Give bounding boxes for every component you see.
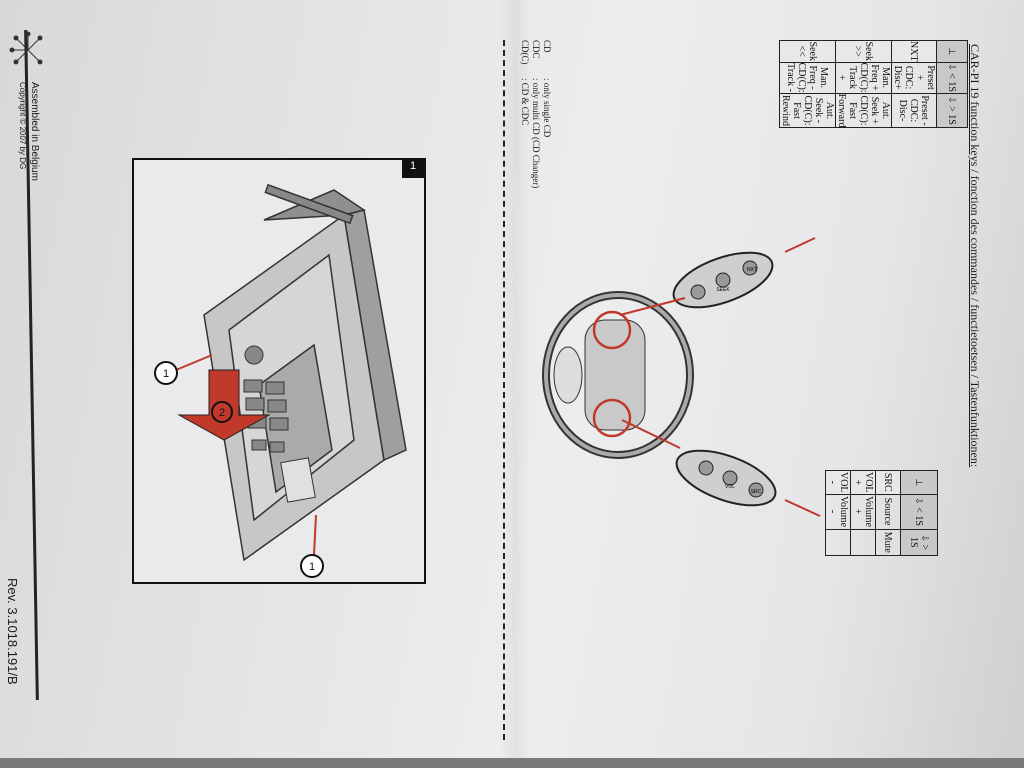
long-press-cell: Aut. Seek + CD(C): Fast Forward (835, 93, 892, 128)
key-cell: VOL + (850, 470, 876, 495)
long-press-header: ⇩ > 1S (936, 93, 968, 128)
long-press-cell (850, 529, 876, 556)
short-press-header: ⇩ < 1S (900, 494, 938, 530)
copyright-text: Copyright © 2007 by DG (18, 82, 27, 170)
remote-nxt-label: NXT (747, 267, 757, 273)
page-fold (500, 0, 530, 768)
key-cell: Seek >> (835, 40, 892, 63)
press-icon: ⇩ (947, 63, 958, 71)
assembled-text: Assembled in Belgium (29, 82, 40, 181)
figure-badge: 1 (402, 160, 424, 178)
legend: CD: only single CD CDC: only multi CD (C… (519, 40, 552, 188)
button-icon: ⊥ (947, 47, 958, 56)
long-press-cell: Preset - CDC: Disc- (891, 93, 937, 128)
legend-item-cdc-both: CD(C): CD & CDC (520, 40, 530, 126)
press-icon: ⇩ (920, 534, 930, 542)
key-header-cell: ⊥ (936, 40, 968, 63)
long-press-cell: Mute (875, 529, 901, 556)
long-press-cell (825, 529, 851, 556)
radio-figure: 1 2 1 1 (132, 158, 426, 584)
legend-item-cd: CD: only single CD (542, 40, 552, 138)
short-press-cell: Volume + (850, 494, 876, 530)
short-press-cell: Preset + CDC: Disc+ (891, 62, 937, 94)
remote-bottom-illustration: VOL SRC (675, 449, 777, 507)
remote-top-illustration: NXT SEEK (672, 251, 774, 309)
page-title: CAR-PI 19 function keys / fonction des c… (968, 44, 982, 468)
key-header-cell: ⊥ (900, 470, 938, 495)
press-icon: ⇩ (947, 96, 958, 104)
steering-wheel-illustration (542, 291, 694, 459)
logo-icon (9, 31, 43, 65)
remote-vol-label: VOL (725, 484, 735, 490)
remote-src-label: SRC (751, 489, 762, 495)
function-table-bottom: ⊥ ⇩ < 1S ⇩ > 1S SRC Source Mute VOL + Vo… (825, 470, 938, 556)
key-cell: Seek << (779, 40, 836, 63)
short-press-cell: Source (875, 494, 901, 530)
remote-seek-label: SEEK (716, 287, 730, 293)
short-press-cell: Man. Freq + CD(C): Track + (835, 62, 892, 94)
callout-2-label: 2 (219, 407, 225, 419)
button-icon: ⊥ (914, 478, 925, 487)
key-cell: SRC (875, 470, 901, 495)
radio-illustration: 2 1 1 (154, 183, 407, 578)
short-press-cell: Volume - (825, 494, 851, 530)
callout-1b-label: 1 (309, 561, 315, 573)
revision-text: Rev. 3.1018.191/B (5, 578, 20, 685)
connector-arrows (619, 237, 821, 517)
callout-1a-label: 1 (163, 368, 169, 380)
long-press-header: ⇩ > 1S (900, 529, 938, 556)
function-table-top: ⊥ ⇩ < 1S ⇩ > 1S NXT Preset + CDC: Disc+ … (779, 40, 968, 128)
short-press-cell: Man. Freq - CD(C): Track - (779, 62, 836, 94)
page-edge (0, 758, 1024, 768)
cut-line (503, 40, 505, 740)
key-cell: VOL - (825, 470, 851, 495)
press-icon: ⇩ (914, 497, 925, 505)
short-press-header: ⇩ < 1S (936, 62, 968, 94)
key-cell: NXT (891, 40, 937, 63)
long-press-cell: Aut. Seek - CD(C): Fast Rewind (779, 93, 836, 128)
legend-item-cdc: CDC: only multi CD (CD Changer) (531, 40, 541, 189)
